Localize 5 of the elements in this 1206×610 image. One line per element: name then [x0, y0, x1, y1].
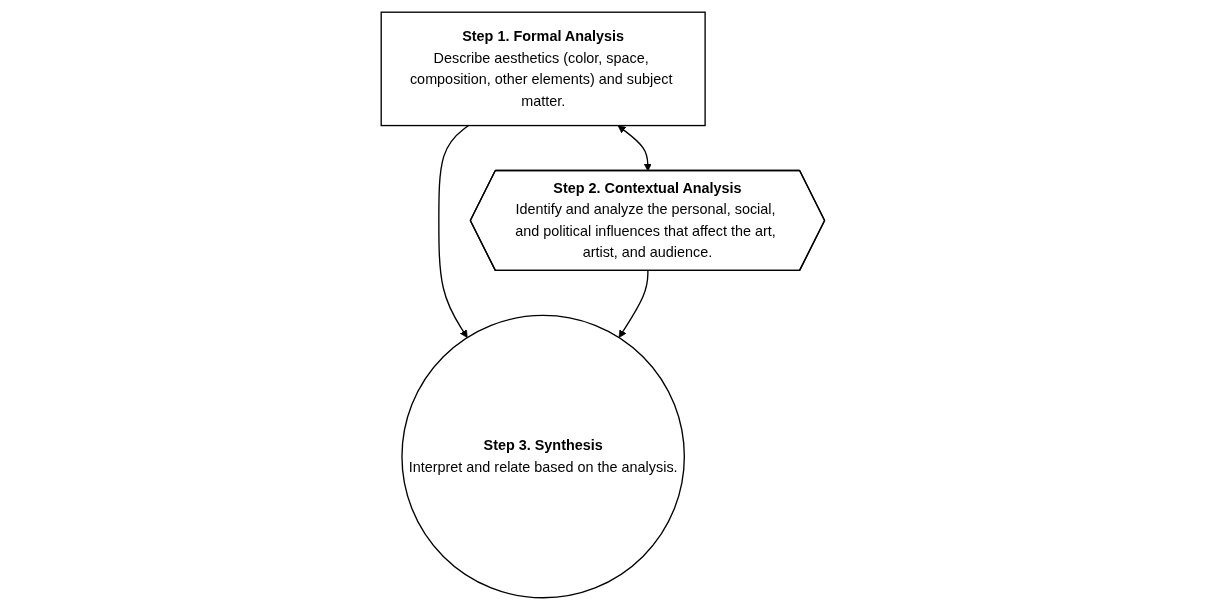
node-circle: Step 3. Synthesis Interpret and relate based on the analysis.	[401, 314, 686, 599]
arrow	[618, 270, 649, 338]
arrow	[617, 125, 652, 172]
node-box: Step 1. Formal Analysis Describe aesthetics (color, space, composition, other elements) and subject matter.	[380, 11, 706, 127]
arrow	[438, 124, 470, 338]
